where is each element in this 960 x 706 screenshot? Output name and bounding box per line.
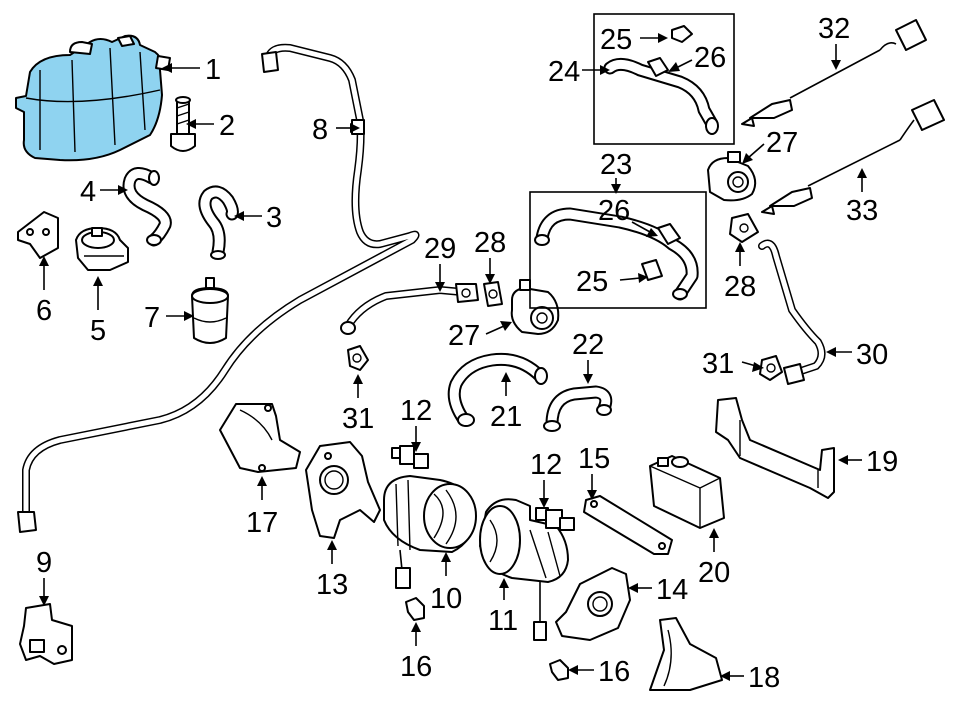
callout-16-right: 16 (598, 656, 630, 688)
part-17-shield[interactable] (219, 403, 301, 473)
callout-24: 24 (548, 56, 580, 88)
kit-24-box[interactable] (593, 13, 735, 145)
part-9-bracket[interactable] (19, 603, 73, 665)
callout-25-lower: 25 (576, 266, 608, 298)
callout-32: 32 (818, 13, 850, 45)
callout-21: 21 (490, 401, 522, 433)
part-18-shield[interactable] (649, 617, 723, 691)
callout-9: 9 (36, 547, 52, 579)
part-32-oxygen-sensor[interactable] (741, 19, 927, 127)
callout-28-right: 28 (724, 271, 756, 303)
callout-2: 2 (219, 110, 235, 142)
part-31-gasket-left[interactable] (347, 345, 369, 371)
callout-17: 17 (246, 507, 278, 539)
callout-8: 8 (312, 114, 328, 146)
part-10-air-pump[interactable] (383, 475, 477, 589)
part-3-hose[interactable] (198, 185, 239, 260)
callout-20: 20 (698, 557, 730, 589)
part-33-oxygen-sensor[interactable] (761, 99, 945, 215)
part-28-gasket-left[interactable] (483, 281, 503, 307)
callout-1: 1 (205, 54, 221, 86)
part-6-bracket[interactable] (17, 211, 59, 259)
callout-16-left: 16 (400, 651, 432, 683)
part-12-sensor-upper[interactable] (391, 445, 429, 469)
callout-31-left: 31 (342, 403, 374, 435)
leader-lines (39, 33, 867, 681)
callout-29: 29 (424, 233, 456, 265)
part-28-gasket-right[interactable] (729, 213, 759, 243)
part-4-hose[interactable] (122, 167, 172, 247)
part-16-clip-right[interactable] (549, 659, 569, 681)
callout-19: 19 (866, 446, 898, 478)
part-15-strap[interactable] (583, 495, 673, 555)
callout-27-right: 27 (766, 127, 798, 159)
callout-31-right: 31 (702, 348, 734, 380)
part-5-valve[interactable] (75, 227, 129, 271)
callout-27-left: 27 (448, 320, 480, 352)
part-27-valve-right[interactable] (707, 151, 757, 202)
callout-23: 23 (600, 149, 632, 181)
callout-28-left: 28 (474, 227, 506, 259)
part-27-valve-left[interactable] (510, 279, 560, 335)
callout-15: 15 (578, 443, 610, 475)
callout-4: 4 (80, 176, 96, 208)
part-8-pipe[interactable] (17, 43, 420, 533)
callout-22: 22 (572, 329, 604, 361)
callout-26-upper: 26 (694, 42, 726, 74)
callout-10: 10 (430, 583, 462, 615)
callout-25-upper: 25 (600, 24, 632, 56)
callout-labels: 1 2 4 3 6 5 7 8 9 17 13 10 12 16 11 12 1… (36, 13, 898, 694)
part-16-clip-left[interactable] (405, 597, 425, 621)
part-12-sensor-lower[interactable] (535, 507, 575, 531)
callout-18: 18 (748, 662, 780, 694)
part-19-bracket[interactable] (715, 397, 835, 499)
callout-26-lower: 26 (598, 195, 630, 227)
callout-3: 3 (266, 202, 282, 234)
callout-13: 13 (316, 569, 348, 601)
part-11-air-pump[interactable] (479, 498, 569, 641)
callout-12-upper: 12 (400, 395, 432, 427)
callout-30: 30 (856, 339, 888, 371)
callout-12-lower: 12 (530, 449, 562, 481)
callout-6: 6 (36, 295, 52, 327)
callout-33: 33 (846, 195, 878, 227)
part-31-gasket-right[interactable] (759, 355, 783, 381)
part-1-reservoir[interactable] (15, 34, 171, 162)
part-21-hose[interactable] (447, 352, 548, 427)
callout-14: 14 (656, 574, 688, 606)
part-29-pipe[interactable] (340, 283, 479, 335)
callout-7: 7 (144, 302, 160, 334)
callout-5: 5 (90, 315, 106, 347)
part-2-bolt[interactable] (170, 96, 196, 152)
part-30-pipe[interactable] (758, 239, 826, 385)
part-13-bracket[interactable] (305, 441, 381, 539)
part-20-control-module[interactable] (649, 455, 725, 529)
callout-11: 11 (488, 605, 518, 637)
part-7-filter[interactable] (191, 277, 229, 344)
part-14-bracket[interactable] (555, 567, 631, 641)
part-22-hose[interactable] (543, 385, 613, 432)
